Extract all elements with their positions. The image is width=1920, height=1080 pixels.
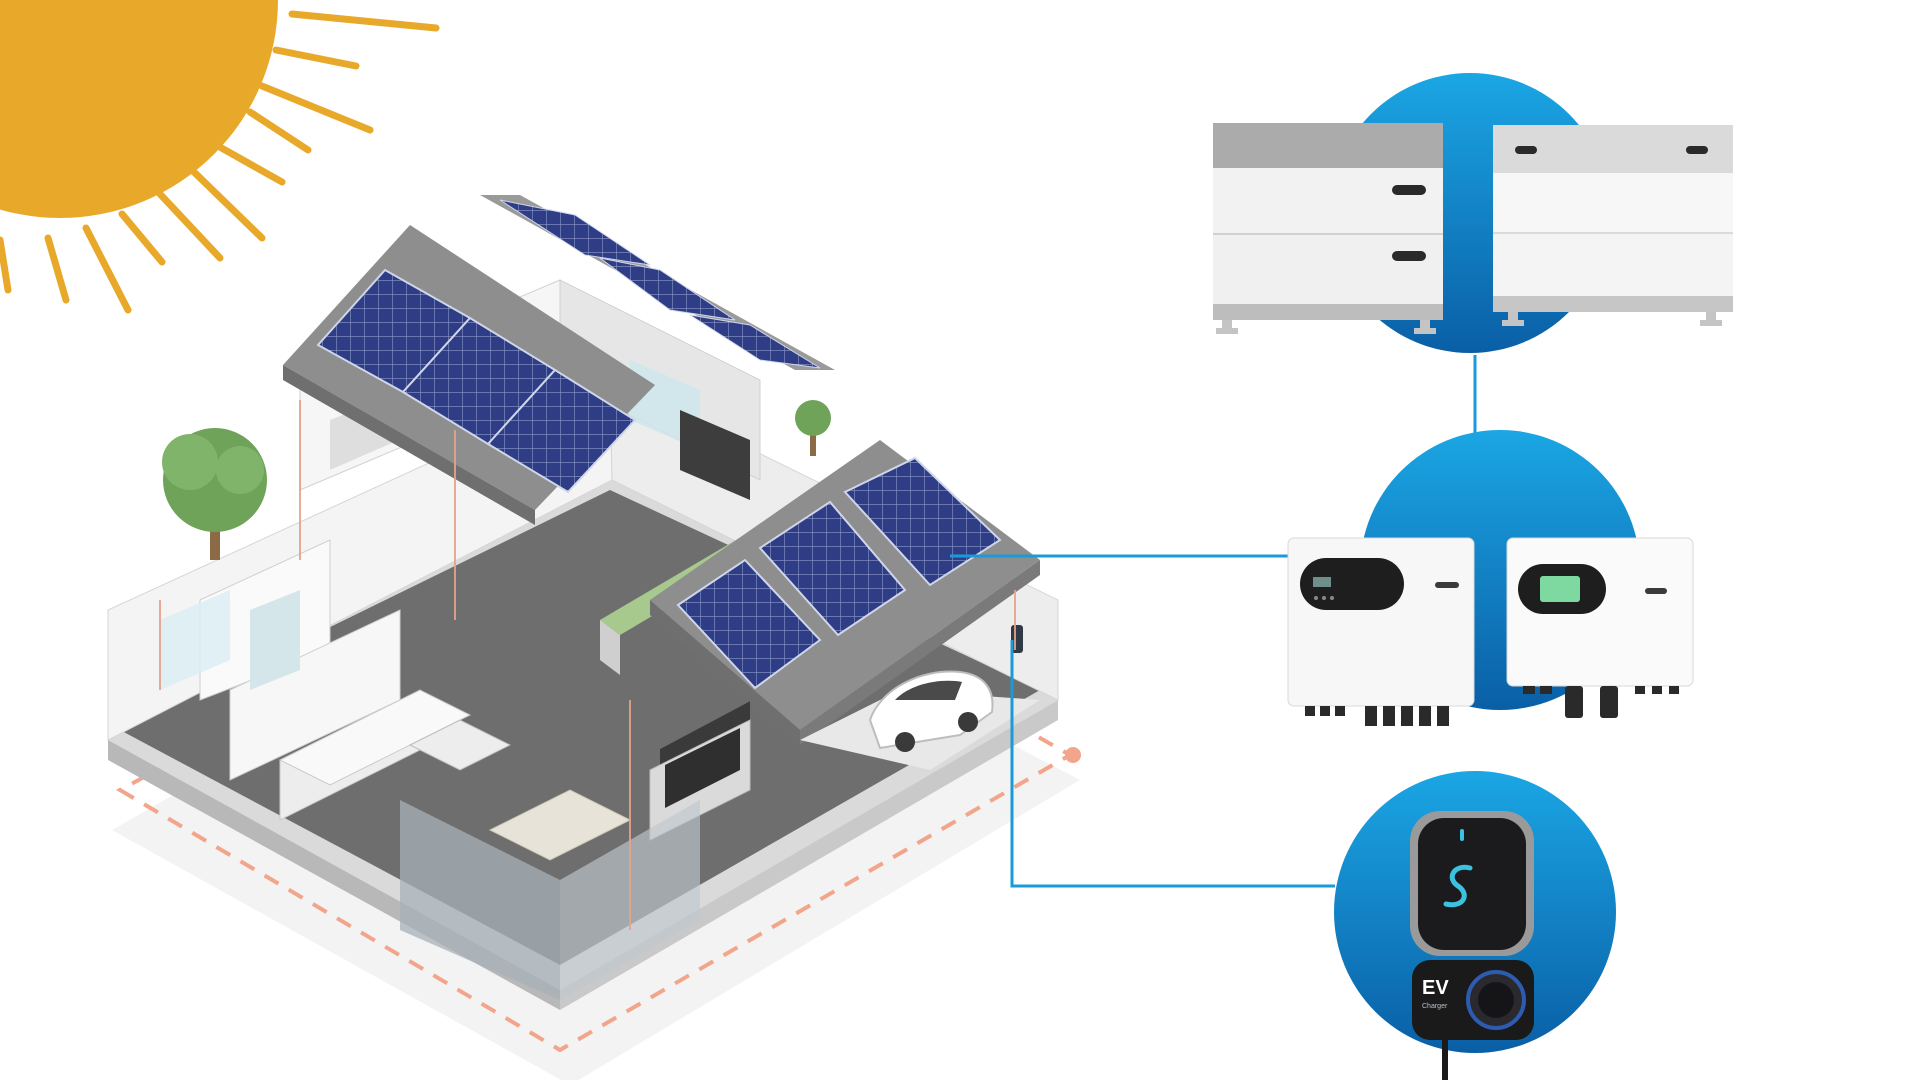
connector-lines [950, 355, 1477, 888]
solar-panel-icon [316, 268, 637, 494]
hybrid-inverter-icon [1287, 430, 1694, 726]
charger-badge-sublabel: Charger [1422, 1003, 1448, 1010]
solar-panel-icon [499, 199, 821, 369]
tree-icon [162, 428, 267, 560]
solar-panel-icon [676, 456, 1002, 690]
charger-badge-label: EV [1422, 977, 1449, 999]
car-icon [868, 670, 994, 752]
ev-charger-icon: EV Charger [1334, 771, 1616, 1080]
house-cutaway-illustration [107, 195, 1081, 1080]
tree-icon [795, 400, 831, 456]
sun-icon [0, 0, 440, 314]
battery-storage-icon [1213, 73, 1733, 353]
